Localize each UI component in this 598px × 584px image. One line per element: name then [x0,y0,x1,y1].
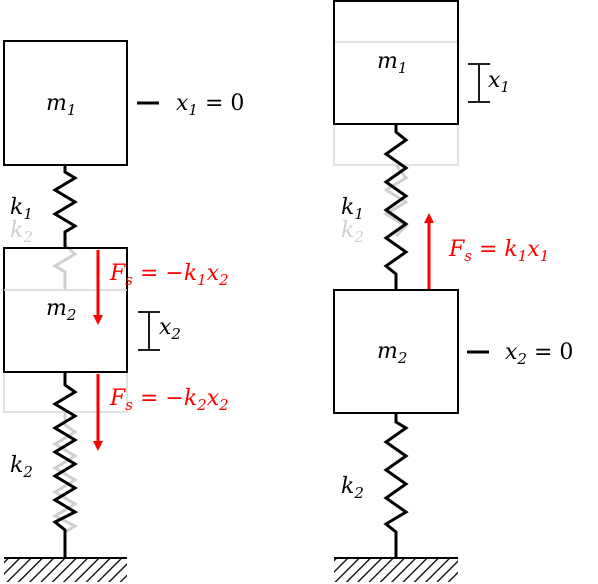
left-mass-m1 [3,40,128,166]
left-ground-hatch [4,559,127,582]
left-system: k2 m1 x1 = 0 k1 m2 x2 Fs = −k1x2 Fs = −k… [3,40,244,582]
left-x2-label: x2 [159,315,181,343]
left-k1-label: k1 [10,195,33,223]
right-m2-label: m2 [377,339,407,367]
left-force-top-label: Fs = −k1x2 [109,261,229,289]
right-x1-label: x1 [488,68,510,96]
right-k2-ghost-label: k2 [341,218,364,246]
right-system: k2 m1 x1 k1 Fs = k1x1 m2 x2 = 0 k2 [333,0,573,582]
right-ground-hatch [334,559,458,582]
left-force-bottom-label: Fs = −k2x2 [109,386,229,414]
left-k2-ghost-spring [51,412,79,558]
right-m1-label: m1 [377,49,407,77]
left-m2-label: m2 [46,296,76,324]
right-x2-eq-label: x2 = 0 [505,340,573,368]
right-spring-k2 [383,413,409,558]
left-x2-bracket [138,311,160,351]
left-x1-eq-label: x1 = 0 [176,91,244,119]
right-mass-m2 [333,289,459,414]
left-spring-k1 [52,165,78,248]
right-spring-k1 [383,124,409,290]
left-m1-label: m1 [46,91,76,119]
right-k1-label: k1 [341,195,364,223]
left-k2-ghost-label: k2 [10,218,33,246]
right-force-label: Fs = k1x1 [448,237,549,265]
right-k2-label: k2 [341,474,364,502]
left-spring-k2 [52,372,79,558]
right-k1-ghost-spring [383,164,409,238]
left-k1-ghost-spring [52,243,78,290]
left-k2-label: k2 [10,453,33,481]
right-x1-bracket [468,63,490,103]
